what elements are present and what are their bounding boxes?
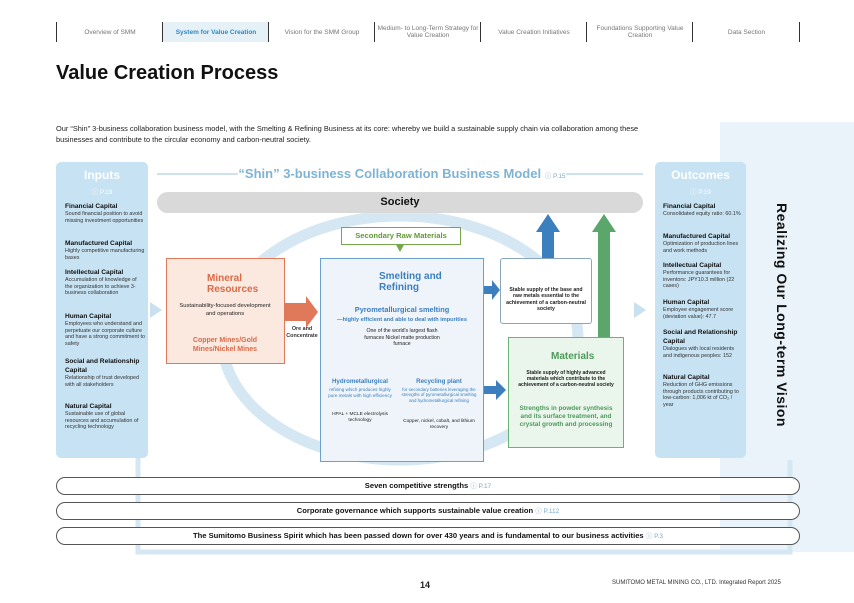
mineral-resources-box: Mineral Resources Sustainability-focused… xyxy=(166,258,285,364)
outcomes-ref[interactable]: ⓘ P.19 xyxy=(690,189,711,196)
inputs-arrow xyxy=(150,302,162,318)
nav-data-section[interactable]: Data Section xyxy=(692,22,800,42)
competitive-strengths-bar[interactable]: Seven competitive strengths ⓘ P.17 xyxy=(56,477,800,495)
supply-arrow xyxy=(482,280,500,300)
recycling-title: Recycling plant xyxy=(416,378,462,385)
ore-arrow xyxy=(284,296,318,328)
materials-arrow xyxy=(482,380,506,400)
mineral-desc: Sustainability-focused development and o… xyxy=(179,303,271,317)
top-nav: Overview of SMM System for Value Creatio… xyxy=(56,22,800,42)
outcomes-title: Outcomes xyxy=(671,168,730,182)
materials-desc: Stable supply of highly advanced materia… xyxy=(518,370,614,389)
page-number: 14 xyxy=(420,580,431,590)
nav-vision[interactable]: Vision for the SMM Group xyxy=(268,22,375,42)
nav-system-value-creation[interactable]: System for Value Creation xyxy=(162,22,269,42)
model-ref[interactable]: ⓘ P.15 xyxy=(544,173,566,180)
business-spirit-bar[interactable]: The Sumitomo Business Spirit which has b… xyxy=(56,527,800,545)
society-bar: Society xyxy=(157,192,643,213)
materials-up-arrow xyxy=(592,214,616,337)
mineral-title: Mineral Resources xyxy=(207,273,259,295)
vision-label: Realizing Our Long-term Vision xyxy=(774,203,790,427)
bar-ref-strengths: ⓘ P.17 xyxy=(470,483,492,490)
bar-ref-spirit: ⓘ P.3 xyxy=(645,533,664,540)
nav-overview[interactable]: Overview of SMM xyxy=(56,22,163,42)
supply-up-arrow xyxy=(536,214,560,258)
mineral-products: Copper Mines/Gold Mines/Nickel Mines xyxy=(192,337,258,353)
intro-text: Our “Shin” 3-business collaboration busi… xyxy=(56,124,639,144)
nav-divider xyxy=(799,22,800,42)
hydro-title: Hydrometallurgical xyxy=(331,378,389,385)
secondary-raw-materials: Secondary Raw Materials xyxy=(341,227,461,245)
nav-foundations[interactable]: Foundations Supporting Value Creation xyxy=(586,22,693,42)
pyro-title: Pyrometallurgical smelting xyxy=(354,305,450,314)
smelting-refining-box: Smelting and Refining Pyrometallurgical … xyxy=(320,258,484,462)
recycling-desc: Copper, nickel, cobalt, and lithium reco… xyxy=(403,419,475,430)
supply-text: Stable supply of the base and raw metals… xyxy=(506,287,586,313)
hydro-desc: HPAL + MCLE electrolysis technology xyxy=(332,412,388,423)
pyro-sub: —highly efficient and able to deal with … xyxy=(337,317,467,323)
materials-strength: Strengths in powder synthesis and its su… xyxy=(519,405,613,428)
page-title: Value Creation Process xyxy=(56,62,279,84)
nav-strategy[interactable]: Medium- to Long-Term Strategy for Value … xyxy=(374,22,481,42)
smelting-title: Smelting and Refining xyxy=(379,271,442,293)
hydro-sub: refining which produces highly pure meta… xyxy=(328,387,392,398)
srm-down-arrow xyxy=(395,243,405,252)
governance-bar[interactable]: Corporate governance which supports sust… xyxy=(56,502,800,520)
recycling-sub: for secondary batteries leveraging the s… xyxy=(401,387,477,403)
materials-box: Materials Stable supply of highly advanc… xyxy=(508,337,624,448)
metal-supply-box: Stable supply of the base and raw metals… xyxy=(500,258,592,324)
materials-title: Materials xyxy=(551,351,595,362)
nav-initiatives[interactable]: Value Creation Initiatives xyxy=(480,22,587,42)
ore-label: Ore and Concentrate xyxy=(286,326,318,339)
report-name: SUMITOMO METAL MINING CO., LTD. Integrat… xyxy=(612,580,781,586)
model-title: “Shin” 3-business Collaboration Business… xyxy=(238,166,566,181)
outcomes-arrow xyxy=(634,302,646,318)
inputs-title: Inputs xyxy=(84,168,120,182)
inputs-ref[interactable]: ⓘ P.19 xyxy=(91,189,113,196)
pyro-desc: One of the world's largest flash furnace… xyxy=(364,328,440,347)
bar-ref-governance: ⓘ P.112 xyxy=(535,508,560,515)
